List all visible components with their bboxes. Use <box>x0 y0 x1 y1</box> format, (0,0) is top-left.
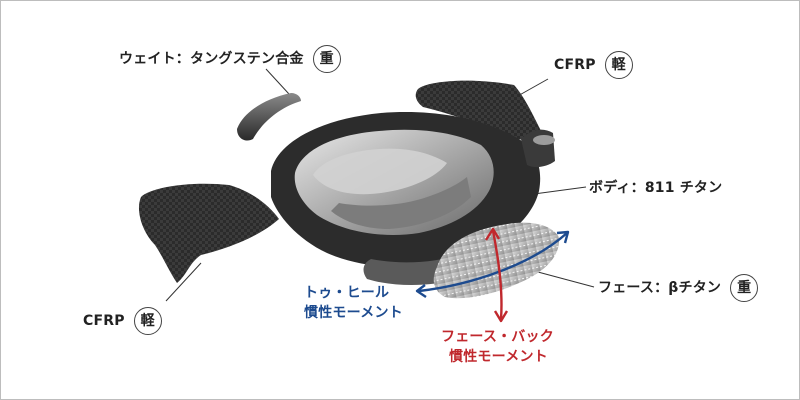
body-label: ボディ：811 チタン <box>589 177 722 197</box>
face-back-moi-label: フェース・バック 慣性モーメント <box>441 327 554 367</box>
toe-heel-moi-label: トゥ・ヒール 慣性モーメント <box>304 283 403 323</box>
beta-titanium-face-part <box>433 222 560 299</box>
light-badge-icon: 軽 <box>133 307 162 335</box>
crown-cfrp-part <box>415 80 545 142</box>
toe-heel-label-line2: 慣性モーメント <box>304 305 403 321</box>
crown-cfrp-label: CFRP 軽 <box>554 51 633 79</box>
face-label: フェース：βチタン 重 <box>598 274 759 302</box>
face-back-label-line1: フェース・バック <box>441 329 554 345</box>
face-label-text: フェース：βチタン <box>598 280 722 296</box>
face-back-moi-arrow <box>484 227 509 323</box>
body-label-text: ボディ：811 チタン <box>589 180 723 196</box>
crown-cfrp-label-text: CFRP <box>554 57 596 73</box>
toe-heel-label-line1: トゥ・ヒール <box>304 285 390 301</box>
heavy-badge-icon: 重 <box>312 45 341 73</box>
titanium-body-part <box>271 112 555 285</box>
weight-label-text: ウェイト：タングステン合金 <box>119 51 304 67</box>
weight-label: ウェイト：タングステン合金 重 <box>119 45 341 73</box>
sole-cfrp-part <box>138 183 279 283</box>
sole-cfrp-label-text: CFRP <box>83 313 125 329</box>
tungsten-weight-part <box>237 93 301 141</box>
face-back-label-line2: 慣性モーメント <box>449 349 548 365</box>
sole-cfrp-label: CFRP 軽 <box>83 307 162 335</box>
light-badge-icon: 軽 <box>604 51 633 79</box>
heavy-badge-icon: 重 <box>730 274 759 302</box>
